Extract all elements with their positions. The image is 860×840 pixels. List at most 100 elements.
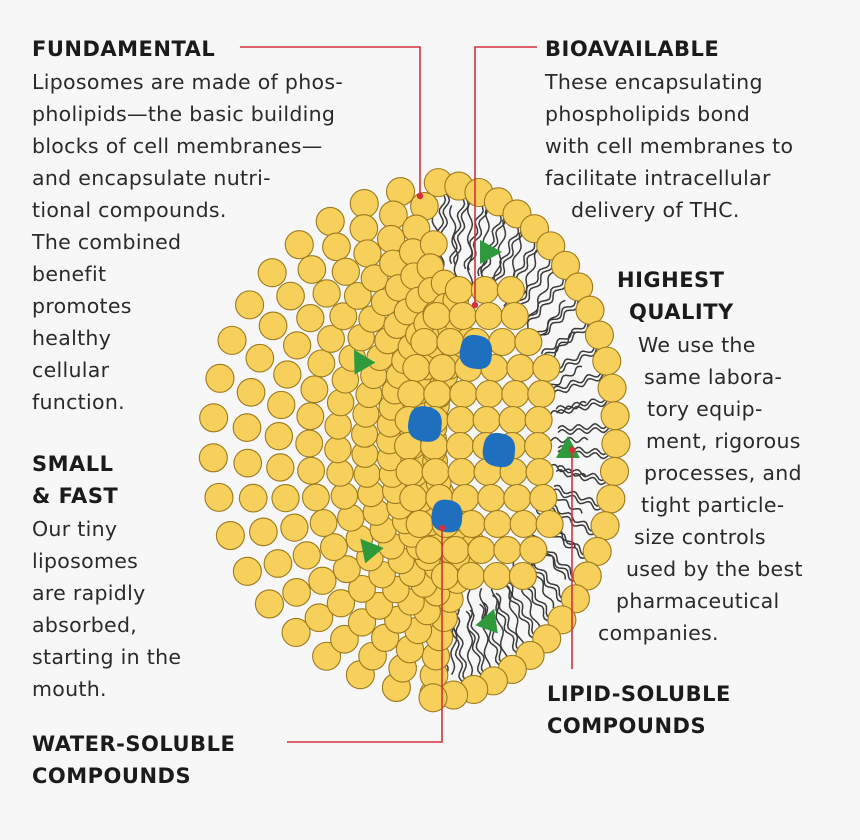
phospholipid-head	[199, 403, 229, 433]
lipid-tail	[533, 293, 583, 338]
phospholipid-head	[596, 484, 626, 514]
lipid-tail	[553, 372, 610, 395]
phospholipid-heads	[198, 168, 631, 713]
fundamental-text-line: and encapsulate nutri-	[32, 166, 271, 190]
phospholipid-head	[536, 231, 566, 261]
phospholipid-head	[525, 457, 554, 487]
phospholipid-head	[365, 591, 394, 620]
phospholipid-head	[312, 641, 342, 671]
phospholipid-head	[319, 533, 348, 562]
highest-quality-heading-line: QUALITY	[629, 300, 734, 324]
phospholipid-head	[343, 281, 372, 310]
phospholipid-head	[254, 589, 284, 619]
phospholipid-head	[307, 349, 336, 378]
highest-quality-text-line: tory equip-	[647, 397, 763, 421]
phospholipid-head	[590, 511, 620, 541]
phospholipid-head	[597, 373, 627, 403]
phospholipid-head	[309, 509, 338, 537]
lipid-tail	[490, 582, 509, 667]
phospholipid-head	[600, 401, 630, 431]
leader-dot	[568, 446, 576, 454]
lipid-tail	[451, 615, 467, 693]
lipid-tail	[502, 573, 526, 652]
phospholipid-head	[264, 422, 294, 451]
lipid-soluble-heading-line: LIPID-SOLUBLE	[547, 682, 731, 706]
bioavailable-heading: BIOAVAILABLE	[545, 37, 720, 61]
phospholipid-head	[348, 574, 376, 603]
phospholipid-head	[312, 279, 341, 308]
phospholipid-head	[564, 272, 594, 302]
phospholipid-head	[397, 379, 426, 409]
phospholipid-head	[326, 459, 354, 487]
phospholipid-head	[353, 239, 382, 268]
phospholipid-head	[405, 509, 434, 539]
phospholipid-head	[295, 429, 324, 458]
lipid-tail	[514, 251, 556, 309]
phospholipid-head	[599, 456, 630, 486]
fundamental-text-line: healthy	[32, 326, 112, 350]
phospholipid-head	[524, 431, 553, 461]
lipid-tail	[555, 469, 614, 486]
phospholipid-head	[467, 535, 496, 565]
lipid-tail	[449, 187, 466, 265]
phospholipid-head	[349, 189, 379, 219]
phospholipid-head	[501, 379, 530, 409]
highest-quality-text-line: size controls	[634, 525, 766, 549]
lipid-tail	[466, 202, 474, 291]
phospholipid-head	[233, 448, 263, 478]
phospholipid-head	[527, 379, 556, 409]
phospholipid-head	[399, 483, 428, 513]
fundamental-text-line: Liposomes are made of phos-	[32, 70, 344, 94]
phospholipid-head	[508, 561, 537, 591]
phospholipid-head	[297, 255, 327, 284]
bioavailable-text-line: phospholipids bond	[545, 102, 751, 126]
bioavailable-text-line: with cell membranes to	[545, 134, 794, 158]
leader-dot	[416, 192, 424, 200]
water-soluble-compound	[459, 334, 493, 370]
phospholipid-head	[217, 325, 247, 355]
small-fast-text-line: Our tiny	[32, 517, 118, 541]
bioavailable-text-line: These encapsulating	[545, 70, 763, 94]
fundamental-text-line: The combined	[32, 230, 182, 254]
phospholipid-head	[198, 443, 228, 473]
fundamental-text-line: tional compounds.	[32, 198, 227, 222]
phospholipid-head	[258, 311, 288, 341]
phospholipid-head	[296, 304, 325, 333]
phospholipid-head	[529, 483, 558, 513]
water-soluble-heading-line: COMPOUNDS	[32, 764, 192, 788]
bioavailable-text-line: delivery of THC.	[571, 198, 740, 222]
phospholipid-head	[506, 353, 535, 383]
phospholipid-head	[273, 360, 302, 389]
fundamental-text-line: pholipids—the basic building	[32, 102, 336, 126]
small-fast-text-line: absorbed,	[32, 613, 138, 637]
phospholipid-head	[415, 535, 444, 565]
lipid-tail	[463, 194, 486, 270]
small-fast-heading-line: SMALL	[32, 452, 114, 476]
highest-quality-text-line: same labora-	[644, 365, 783, 389]
phospholipid-head	[308, 566, 337, 595]
phospholipid-head	[236, 377, 266, 407]
leader-dot	[471, 301, 479, 309]
lipid-tail	[479, 587, 492, 675]
phospholipid-head	[514, 327, 543, 357]
phospholipid-head	[441, 535, 470, 565]
phospholipid-head	[419, 230, 448, 259]
phospholipid-head	[267, 390, 296, 420]
phospholipid-head	[601, 429, 631, 459]
phospholipid-head	[428, 353, 457, 383]
phospholipid-head	[326, 388, 355, 417]
small-fast-text-line: liposomes	[32, 549, 139, 573]
phospholipid-head	[215, 520, 245, 551]
phospholipid-head	[474, 301, 503, 331]
phospholipid-head	[300, 375, 329, 404]
phospholipid-head	[332, 555, 361, 584]
lipid-soluble-compound	[354, 349, 376, 375]
phospholipid-head	[446, 431, 475, 461]
phospholipid-head	[524, 405, 553, 435]
phospholipid-head	[324, 435, 352, 464]
phospholipid-head	[500, 301, 529, 331]
phospholipid-head	[292, 541, 321, 570]
phospholipid-head	[447, 457, 476, 487]
water-soluble-heading-line: WATER-SOLUBLE	[32, 732, 236, 756]
